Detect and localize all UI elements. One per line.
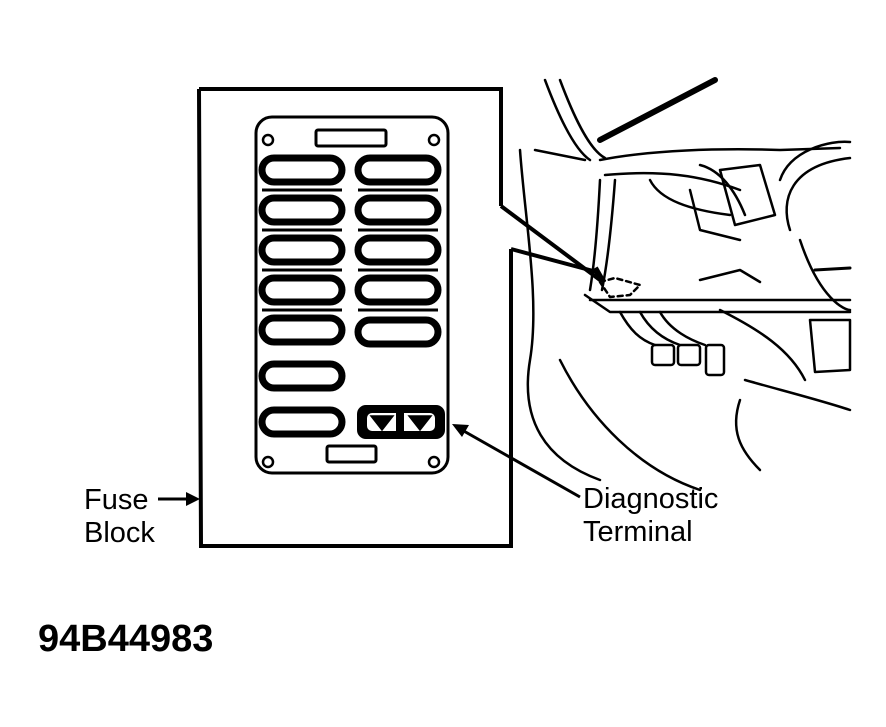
fuse — [258, 194, 346, 226]
arrow-head-icon — [186, 492, 200, 506]
fuse-block-label-line1: Fuse — [84, 484, 149, 516]
fuse — [258, 274, 346, 306]
fuse-separators — [262, 188, 438, 312]
arrow-head-icon — [452, 424, 469, 437]
fuses — [258, 154, 442, 438]
fuse-block — [254, 115, 450, 475]
fuse-block-label-line2: Block — [84, 517, 155, 549]
fuse — [258, 360, 346, 392]
diagnostic-terminal-label-line1: Diagnostic — [583, 483, 719, 515]
fuse — [258, 406, 346, 438]
fuse — [354, 234, 442, 266]
dashboard-illustration — [518, 77, 852, 492]
fuse — [258, 154, 346, 186]
fuse — [354, 274, 442, 306]
callout-lines — [499, 204, 606, 284]
enlargement-frame — [197, 87, 513, 548]
fuse — [258, 314, 346, 346]
fuse — [354, 194, 442, 226]
diagnostic-terminal-label-line2: Terminal — [583, 516, 693, 548]
fuse — [354, 154, 442, 186]
fuse — [258, 234, 346, 266]
figure-id: 94B44983 — [38, 618, 214, 660]
fuse — [354, 316, 442, 348]
label-arrows — [158, 424, 581, 506]
diagnostic-arrow — [461, 428, 581, 499]
diagnostic-terminal — [357, 405, 445, 439]
